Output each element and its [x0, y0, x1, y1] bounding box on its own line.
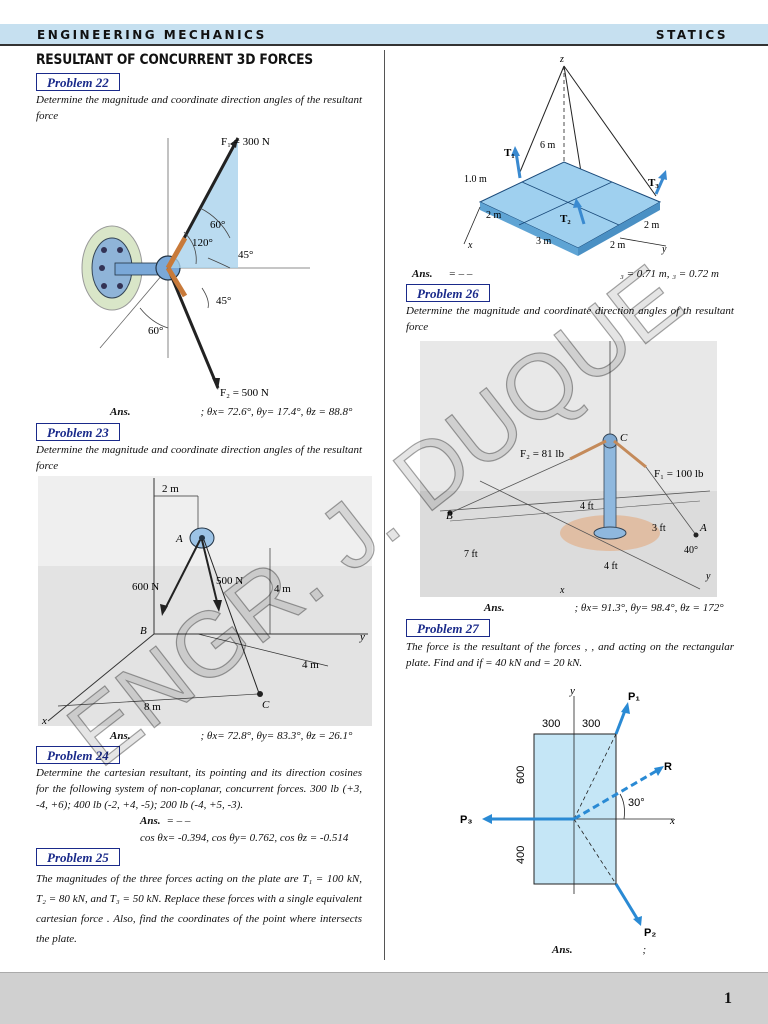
axis-z: z	[559, 54, 564, 65]
dim-4ft-ground: 4 ft	[604, 561, 618, 572]
answer-label: Ans.	[110, 730, 131, 742]
p2-label: P₂	[644, 927, 656, 939]
point-b: B	[140, 625, 147, 637]
axis-y: y	[705, 571, 711, 582]
answer-label: Ans.	[140, 815, 161, 827]
angle-40: 40°	[684, 545, 698, 556]
dim-400: 400	[515, 846, 527, 864]
point-c: C	[620, 432, 628, 444]
angle-30: 30°	[628, 797, 645, 809]
dim-600: 600	[515, 766, 527, 784]
point-a: A	[175, 533, 183, 545]
dim-1m: 1.0 m	[464, 174, 487, 185]
force-600n: 600 N	[132, 581, 159, 593]
problem-24-answer-line1: Ans. = – –	[140, 815, 190, 827]
problem-23-figure: 2 m A 600 N 500 N 4 m B 4 m 8 m C y x	[38, 476, 372, 726]
dim-300-right: 300	[582, 718, 600, 730]
problem-26-text: Determine the magnitude and coordinate d…	[406, 305, 734, 333]
force-500n: 500 N	[216, 575, 243, 587]
dim-3ft: 3 ft	[652, 523, 666, 534]
problem-25-figure: z T₁ T₂ T₃ 6 m 1.0 m 2 m 3 m 2 m 2 m x y	[460, 52, 672, 262]
point-c: C	[262, 699, 270, 711]
problem-23-label: Problem 23	[36, 423, 120, 441]
angle-60-label: 60°	[210, 219, 225, 231]
problem-22-text: Determine the magnitude and coordinate d…	[36, 94, 362, 122]
page-footer: 1	[0, 972, 768, 1024]
angle-120-label: 120°	[192, 237, 213, 249]
axis-x: x	[669, 815, 675, 827]
problem-27-figure: y x P₁ P₂ P₃ R 300 300 600 400 30°	[450, 684, 690, 944]
answer-value-mid: = – –	[448, 268, 473, 280]
point-a: A	[699, 522, 707, 534]
problem-24-label: Problem 24	[36, 746, 120, 764]
column-divider	[384, 50, 385, 960]
f1-label: F₁ = 300 N	[221, 136, 270, 148]
dim-300-left: 300	[542, 718, 560, 730]
dim-2m-right: 2 m	[644, 220, 660, 231]
answer-value: ;	[642, 944, 647, 956]
r-label: R	[664, 761, 672, 773]
problem-26-answer: Ans. ; θx= 91.3°, θy= 98.4°, θz = 172°	[484, 602, 724, 614]
dim-8m: 8 m	[144, 701, 161, 713]
dim-2m: 2 m	[162, 483, 179, 495]
problem-23-answer: Ans. ; θx= 72.8°, θy= 83.3°, θz = 26.1°	[110, 730, 352, 742]
dim-4ft-vertical: 4 ft	[580, 501, 594, 512]
dim-2m-left: 2 m	[486, 210, 502, 221]
header-topic: STATICS	[655, 28, 728, 42]
point-b: B	[446, 510, 453, 522]
f1-label: F₁ = 100 lb	[654, 468, 704, 480]
axis-x: x	[467, 240, 473, 251]
problem-22-answer: Ans. ; θx= 72.6°, θy= 17.4°, θz = 88.8°	[110, 406, 352, 418]
answer-value: ; θx= 72.8°, θy= 83.3°, θz = 26.1°	[200, 730, 353, 742]
dim-2m-front: 2 m	[610, 240, 626, 251]
f2-label: F₂ = 81 lb	[520, 448, 564, 460]
problem-25-label: Problem 25	[36, 848, 120, 866]
problem-26-label: Problem 26	[406, 284, 490, 302]
problem-25-answer-coordinates: ₃ = 0.71 m, ₃ = 0.72 m	[620, 268, 719, 280]
problem-22-label: Problem 22	[36, 73, 120, 91]
problem-27-text: The force is the resultant of the forces…	[406, 641, 734, 669]
problem-23-text: Determine the magnitude and coordinate d…	[36, 444, 362, 472]
axis-x: x	[41, 715, 47, 726]
problem-27-answer: Ans.;	[552, 944, 646, 956]
f2-label: F₂ = 500 N	[220, 387, 269, 399]
dim-7ft: 7 ft	[464, 549, 478, 560]
answer-value: = – –	[166, 815, 191, 827]
axis-y: y	[359, 631, 365, 643]
page-number: 1	[724, 990, 732, 1007]
dim-4m-vertical: 4 m	[274, 583, 291, 595]
problem-27-label: Problem 27	[406, 619, 490, 637]
answer-label: Ans.	[552, 944, 573, 956]
p3-label: P₃	[460, 814, 472, 826]
answer-label: Ans.	[484, 602, 505, 614]
problem-26-figure: F₂ = 81 lb F₁ = 100 lb C B A 4 ft 3 ft 7…	[420, 341, 717, 597]
t3-label: T₃	[648, 177, 659, 189]
t2-label: T₂	[560, 213, 571, 225]
problem-24-answer-line2: cos θx= -0.394, cos θy= 0.762, cos θz = …	[140, 832, 349, 844]
axis-y: y	[569, 685, 575, 697]
answer-value: ; θx= 72.6°, θy= 17.4°, θz = 88.8°	[200, 406, 353, 418]
dim-4m-horizontal: 4 m	[302, 659, 319, 671]
p1-label: P₁	[628, 691, 640, 703]
axis-y: y	[661, 244, 667, 255]
answer-value: ; θx= 91.3°, θy= 98.4°, θz = 172°	[574, 602, 724, 614]
dim-3m: 3 m	[536, 236, 552, 247]
section-title: RESULTANT OF CONCURRENT 3D FORCES	[36, 52, 314, 68]
angle-45-upper-label: 45°	[238, 249, 253, 261]
problem-24-text: Determine the cartesian resultant, its p…	[36, 767, 362, 811]
answer-label: Ans.	[412, 268, 433, 280]
angle-45-lower-label: 45°	[216, 295, 231, 307]
axis-x: x	[559, 585, 565, 596]
problem-22-figure: F₁ = 300 N F₂ = 500 N 60° 120° 45° 45° 6…	[80, 128, 320, 400]
t1-label: T₁	[504, 147, 515, 159]
problem-25-answer: Ans. = – –	[412, 268, 472, 280]
answer-label: Ans.	[110, 406, 131, 418]
dim-6m: 6 m	[540, 140, 556, 151]
header-subject: ENGINEERING MECHANICS	[37, 28, 267, 42]
problem-25-text: The magnitudes of the three forces actin…	[36, 873, 362, 945]
page-header: ENGINEERING MECHANICS STATICS	[0, 24, 768, 46]
angle-60-lower-label: 60°	[148, 325, 163, 337]
